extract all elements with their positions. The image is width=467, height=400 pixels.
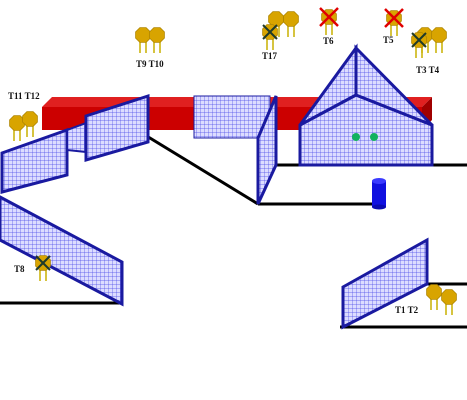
target-icon	[283, 11, 299, 37]
house-roof-right	[354, 44, 434, 127]
green-dot	[370, 133, 378, 141]
label-t9-t10: T9 T10	[136, 59, 164, 69]
fence-right-lower	[341, 237, 429, 330]
target-icon	[384, 8, 404, 36]
fence-left-lower	[0, 195, 124, 307]
fence-center-vertical	[256, 95, 278, 205]
target-icon	[319, 7, 339, 35]
label-t1-t2: T1 T2	[395, 305, 419, 315]
target-icon	[135, 27, 151, 53]
label-t5: T5	[383, 35, 394, 45]
target-icon	[426, 284, 442, 310]
target-icon	[9, 115, 25, 141]
target-icon	[149, 27, 165, 53]
target-icon	[262, 24, 278, 50]
x-mark-red-icon	[319, 7, 339, 27]
green-dot	[352, 133, 360, 141]
ground-lines	[0, 133, 467, 329]
target-icon	[431, 27, 447, 53]
x-mark-dark-icon	[35, 255, 51, 271]
x-mark-dark-icon	[411, 32, 427, 48]
ground-line-diagonal	[144, 133, 259, 206]
label-t8: T8	[14, 264, 25, 274]
target-icon	[411, 32, 427, 58]
x-mark-red-icon	[384, 8, 404, 28]
barrel-icon	[372, 178, 386, 210]
target-icon	[35, 255, 51, 281]
fence-upper-angled	[84, 93, 150, 162]
label-t11-t12: T11 T12	[8, 91, 40, 101]
targets	[9, 7, 457, 315]
target-icon	[22, 111, 38, 137]
fence-center	[193, 95, 271, 139]
target-icon	[441, 289, 457, 315]
fence-left-upper	[0, 127, 69, 194]
house-structure	[298, 43, 434, 167]
label-t3-t4: T3 T4	[416, 65, 440, 75]
label-t17: T17	[262, 51, 278, 61]
label-t6: T6	[323, 36, 334, 46]
x-mark-dark-icon	[262, 24, 278, 40]
